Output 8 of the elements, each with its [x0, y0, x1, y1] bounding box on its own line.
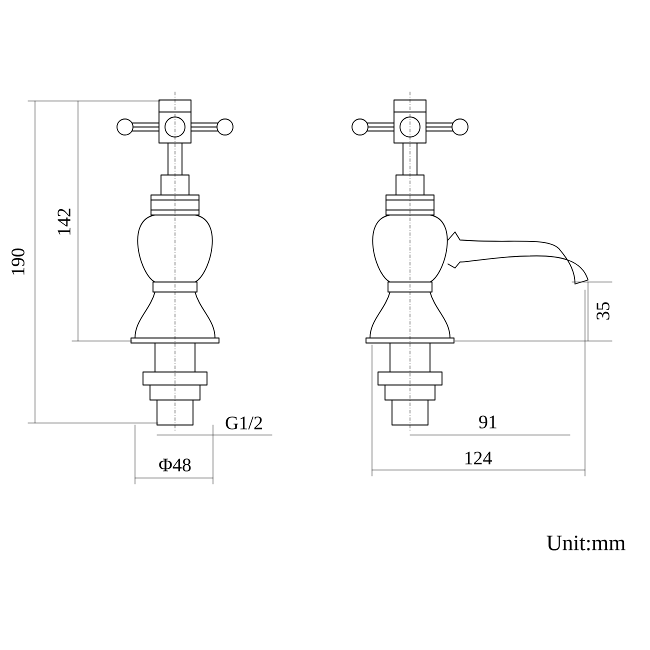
dimension-label: 190 — [12, 248, 24, 275]
dimension-label: 142 — [58, 208, 70, 235]
dimension-label: 91 — [479, 416, 496, 428]
unit-note: Unit:mm — [546, 536, 626, 550]
dimension-label: G1/2 — [226, 416, 262, 430]
dimension-label: 124 — [465, 452, 492, 464]
dimension-label: Φ48 — [159, 458, 191, 472]
dimension-label: 35 — [596, 302, 610, 320]
